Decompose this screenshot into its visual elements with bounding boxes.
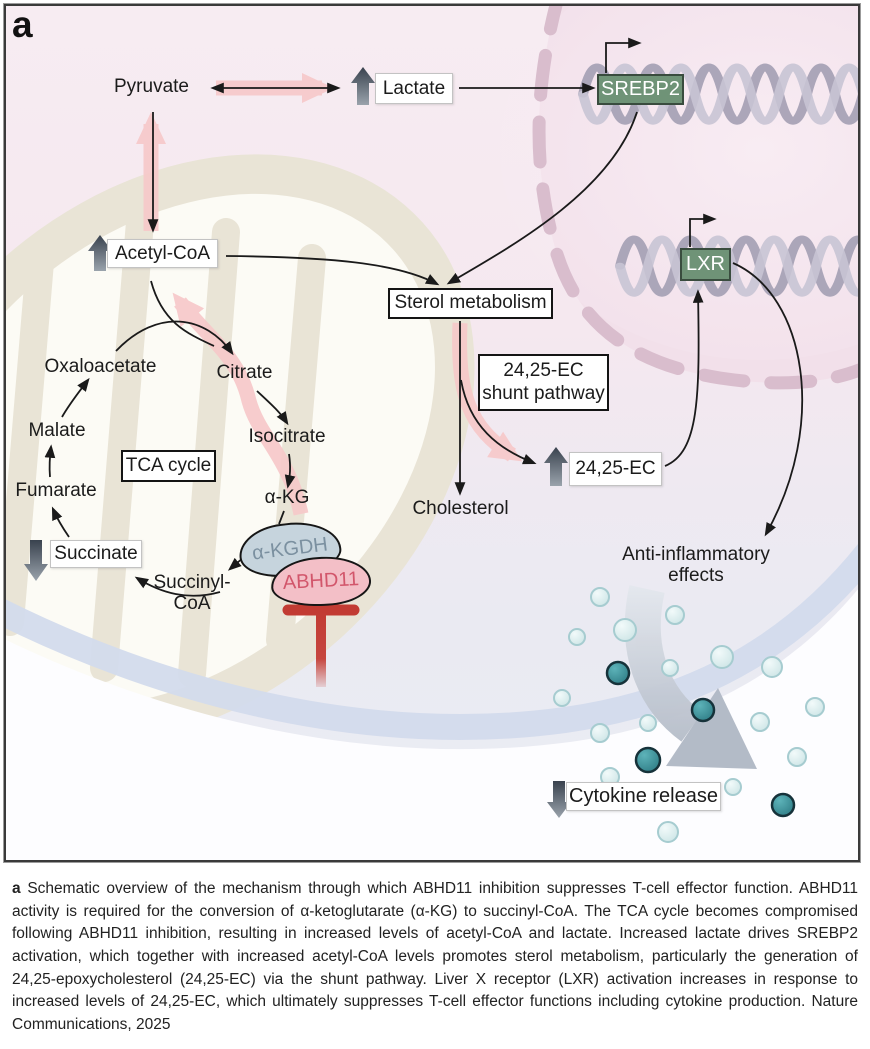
- node-succinate: Succinate: [50, 540, 142, 568]
- down-arrow-succinate: [24, 540, 48, 581]
- shunt-line1: 24,25-EC: [503, 360, 584, 382]
- label-layer: a Pyruvate Lactate SREBP2 LXR Acetyl-CoA…: [6, 4, 858, 860]
- arrow-srebp2-sterol: [446, 111, 638, 285]
- up-arrow-lactate: [351, 67, 375, 105]
- shunt-line2: shunt pathway: [482, 382, 605, 404]
- arrow-malate-oxaloacetate: [61, 377, 90, 418]
- up-arrow-acetylcoa: [88, 235, 112, 271]
- node-ec: 24,25-EC: [569, 452, 662, 486]
- arrow-isocitrate-akg: [284, 453, 296, 489]
- caption-text: Schematic overview of the mechanism thro…: [12, 880, 858, 1033]
- arrow-ec-lxr: [664, 289, 704, 467]
- node-pyruvate: Pyruvate: [114, 76, 189, 97]
- cytokine-release-box: Cytokine release: [566, 782, 721, 811]
- sterol-metabolism-box: Sterol metabolism: [388, 288, 553, 319]
- cytokine-dot: [661, 659, 679, 677]
- up-arrow-ec: [544, 447, 568, 486]
- cytokine-dot-dark: [770, 792, 796, 818]
- cytokine-dot: [590, 587, 610, 607]
- arrow-oxaloacetate-citrate: [115, 320, 234, 356]
- cytokine-dot: [657, 821, 679, 843]
- arrow-fumarate-malate: [44, 444, 56, 478]
- tf-srebp2: SREBP2: [597, 74, 684, 105]
- arrow-acetylcoa-sterol: [225, 255, 440, 286]
- cytokine-dot: [553, 689, 571, 707]
- cytokine-dot: [639, 714, 657, 732]
- arrow-akg-to-acetylcoa-pink: [172, 292, 309, 516]
- line-akg-akgdh: [278, 510, 285, 525]
- node-fumarate: Fumarate: [15, 480, 97, 501]
- anti-inflammatory-label: Anti-inflammatory effects: [622, 544, 770, 587]
- cytokine-dot: [613, 618, 637, 642]
- figure-caption: a Schematic overview of the mechanism th…: [0, 869, 870, 1049]
- cytokine-dots: [553, 587, 825, 843]
- caption-prefix: a: [12, 880, 21, 897]
- arrow-lxr-antiinflammatory: [732, 262, 804, 537]
- transcription-arrow-srebp2: [605, 37, 642, 73]
- shunt-pathway-box: 24,25-EC shunt pathway: [478, 354, 609, 411]
- arrow-succinylcoa-succinate: [134, 576, 221, 597]
- big-effect-arrow: [624, 585, 757, 769]
- tf-lxr: LXR: [680, 248, 731, 281]
- pathway-figure: a Pyruvate Lactate SREBP2 LXR Acetyl-CoA…: [4, 4, 860, 862]
- cytokine-dot: [710, 645, 734, 669]
- cytokine-dot-dark: [605, 660, 631, 686]
- cytokine-dot: [761, 656, 783, 678]
- node-citrate: Citrate: [216, 362, 273, 383]
- cytokine-dot: [787, 747, 807, 767]
- level-change-arrows: [24, 67, 571, 818]
- black-arrows: [44, 37, 804, 597]
- arrow-sterol-ec: [460, 379, 537, 465]
- node-succinyl-coa: Succinyl-CoA: [153, 572, 231, 615]
- node-akg: α-KG: [264, 487, 310, 508]
- panel-label: a: [12, 4, 33, 45]
- node-oxaloacetate: Oxaloacetate: [44, 356, 157, 377]
- tca-cycle-box: TCA cycle: [121, 450, 216, 482]
- line-acetylcoa-citrate: [150, 280, 215, 347]
- cytokine-dot-dark: [634, 746, 662, 774]
- cytokine-dot: [750, 712, 770, 732]
- node-cholesterol: Cholesterol: [412, 498, 509, 519]
- arrow-citrate-isocitrate: [256, 390, 289, 426]
- cytokine-dot: [665, 605, 685, 625]
- transcription-arrow-lxr: [689, 213, 717, 247]
- cytokine-dot: [805, 697, 825, 717]
- down-arrow-cytokine: [547, 781, 571, 818]
- inhibition-tbar-icon: [282, 604, 360, 687]
- arrow-succinate-fumarate: [51, 506, 70, 538]
- cytokine-dot: [590, 723, 610, 743]
- cytokine-dot: [724, 778, 742, 796]
- node-lactate: Lactate: [375, 73, 453, 104]
- node-malate: Malate: [28, 420, 86, 441]
- nuclear-membrane-dashed: [532, 6, 858, 390]
- cytokine-dot: [568, 628, 586, 646]
- node-acetyl-coa: Acetyl-CoA: [107, 239, 218, 268]
- cytokine-dot-dark: [690, 697, 716, 723]
- node-isocitrate: Isocitrate: [248, 426, 326, 447]
